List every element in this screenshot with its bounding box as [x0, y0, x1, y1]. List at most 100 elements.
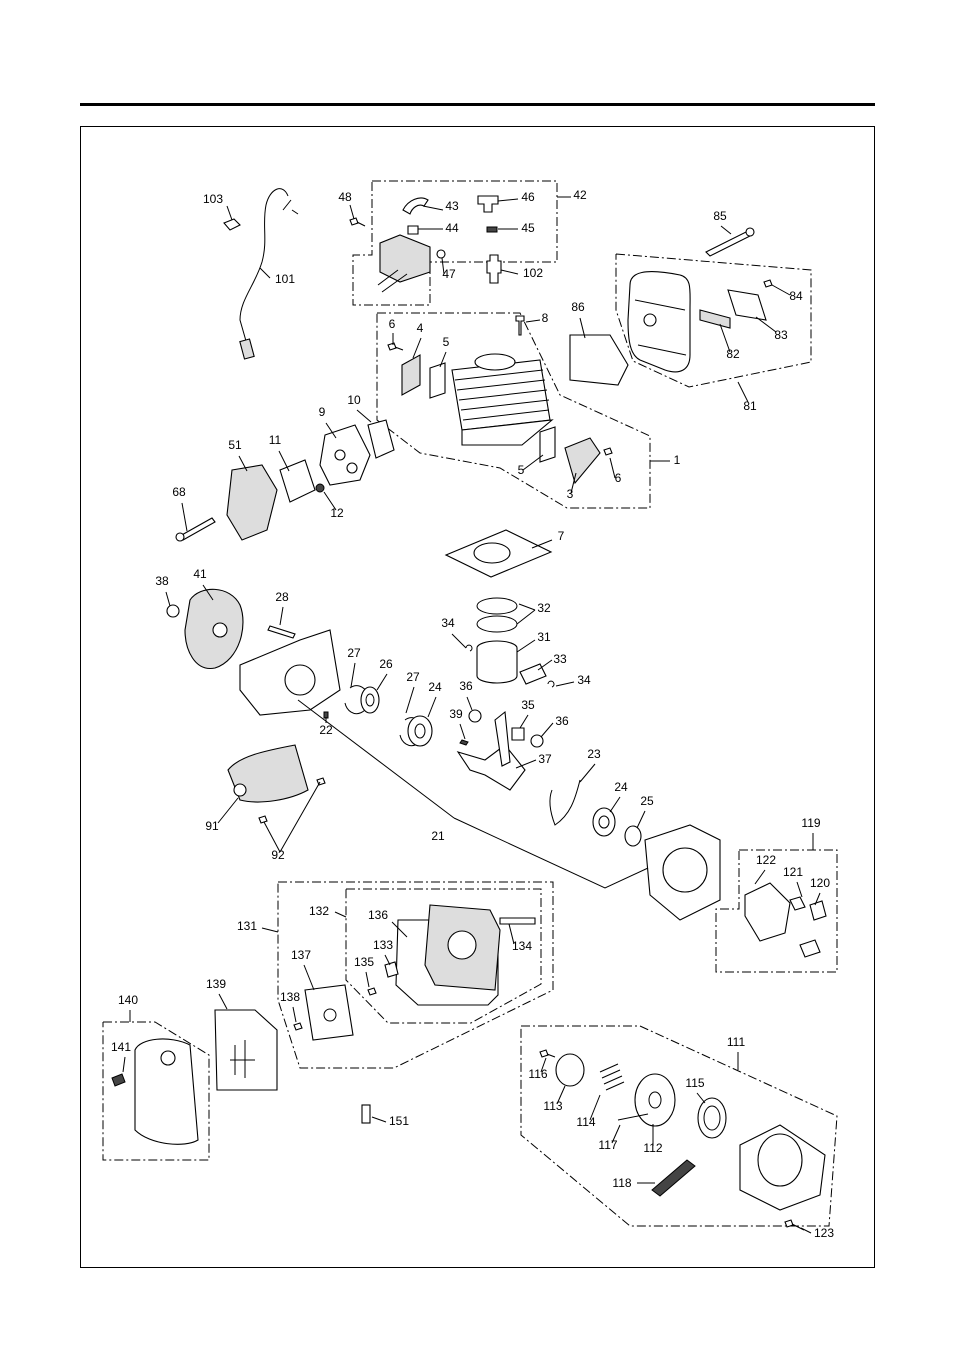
callout-8: 8	[542, 311, 549, 325]
callout-31: 31	[537, 630, 551, 644]
callout-23: 23	[587, 747, 601, 761]
callout-1: 1	[674, 453, 681, 467]
callout-134: 134	[512, 939, 532, 953]
part-112-reel	[635, 1074, 675, 1126]
callout-38: 38	[155, 574, 169, 588]
callout-5: 5	[518, 463, 525, 477]
callout-101: 101	[275, 272, 295, 286]
callout-92: 92	[271, 848, 285, 862]
part-12-nut	[316, 484, 324, 492]
callout-115: 115	[685, 1076, 704, 1090]
part-103-grommet	[224, 219, 240, 230]
callout-86: 86	[571, 300, 585, 314]
part-cylinder	[452, 354, 552, 445]
callout-3: 3	[567, 487, 574, 501]
part-139-air-filter	[215, 1010, 277, 1090]
part-23-gasket	[550, 780, 580, 825]
callout-36: 36	[555, 714, 569, 728]
part-118-handle	[652, 1160, 695, 1196]
callout-48: 48	[338, 190, 352, 204]
callout-43: 43	[445, 199, 459, 213]
part-45-spring	[487, 227, 497, 232]
callout-113: 113	[543, 1099, 562, 1113]
callout-85: 85	[713, 209, 727, 223]
callout-6: 6	[389, 317, 396, 331]
callout-4: 4	[417, 321, 424, 335]
part-137-filter-holder	[305, 985, 353, 1040]
callout-32: 32	[537, 601, 551, 615]
callout-44: 44	[445, 221, 459, 235]
callout-121: 121	[783, 865, 803, 879]
part-46-cap	[478, 196, 498, 212]
part-39-key	[460, 740, 468, 745]
callout-122: 122	[756, 853, 776, 867]
callout-35: 35	[521, 698, 535, 712]
callout-34: 34	[441, 616, 455, 630]
callout-102: 102	[523, 266, 543, 280]
part-35-needle-bearing	[512, 728, 524, 740]
part-114-spring	[600, 1064, 624, 1090]
callout-21: 21	[431, 829, 445, 843]
part-120-spring	[810, 901, 826, 920]
part-10-gasket	[368, 420, 394, 458]
callout-140: 140	[118, 993, 138, 1007]
part-115-spring-case	[698, 1098, 726, 1138]
callout-120: 120	[810, 876, 830, 890]
part-134-tube	[500, 918, 535, 924]
part-135-screw	[368, 988, 376, 995]
part-47-washer	[437, 250, 445, 258]
part-24-bearing	[408, 716, 432, 746]
callout-27: 27	[406, 670, 420, 684]
callout-84: 84	[789, 289, 803, 303]
callout-24: 24	[614, 780, 628, 794]
callout-12: 12	[330, 506, 344, 520]
part-28-bolt	[268, 626, 295, 638]
part-138-screw	[294, 1023, 302, 1030]
part-51-carburetor	[227, 465, 277, 540]
callout-139: 139	[206, 977, 226, 991]
callout-141: 141	[111, 1040, 131, 1054]
callout-9: 9	[319, 405, 326, 419]
callout-27: 27	[347, 646, 361, 660]
callout-103: 103	[203, 192, 223, 206]
callout-136: 136	[368, 908, 388, 922]
part-44-fitting	[408, 226, 418, 234]
callout-138: 138	[280, 990, 300, 1004]
part-6-screw	[388, 343, 403, 350]
part-37-crankshaft	[458, 745, 525, 790]
part-113-pulley-hub	[556, 1054, 584, 1086]
callout-123: 123	[814, 1226, 834, 1240]
callout-81: 81	[743, 399, 757, 413]
part-85-bolt	[706, 232, 750, 256]
part-25-seal	[625, 826, 641, 846]
callout-47: 47	[442, 267, 456, 281]
part-119-clutch-assembly	[745, 883, 790, 941]
callout-46: 46	[521, 190, 535, 204]
callout-11: 11	[269, 433, 282, 447]
part-34-clip	[466, 645, 472, 651]
callout-6: 6	[615, 471, 622, 485]
callout-10: 10	[347, 393, 361, 407]
callout-82: 82	[726, 347, 740, 361]
callout-26: 26	[379, 657, 393, 671]
callout-119: 119	[801, 816, 820, 830]
part-26-seal	[361, 687, 379, 713]
callout-33: 33	[553, 652, 567, 666]
callout-116: 116	[528, 1067, 547, 1081]
callout-68: 68	[172, 485, 186, 499]
callout-24: 24	[428, 680, 442, 694]
callout-5: 5	[443, 335, 450, 349]
part-3-bracket	[565, 438, 600, 483]
callout-111: 111	[727, 1035, 746, 1049]
part-48-screw	[350, 218, 365, 226]
part-4-bracket	[402, 355, 420, 395]
part-31-piston	[477, 641, 517, 683]
callout-45: 45	[521, 221, 535, 235]
callout-25: 25	[640, 794, 654, 808]
part-116-screw	[540, 1050, 555, 1057]
callout-131: 131	[237, 919, 257, 933]
callout-36: 36	[459, 679, 473, 693]
callout-22: 22	[319, 723, 333, 737]
callout-42: 42	[573, 188, 587, 202]
